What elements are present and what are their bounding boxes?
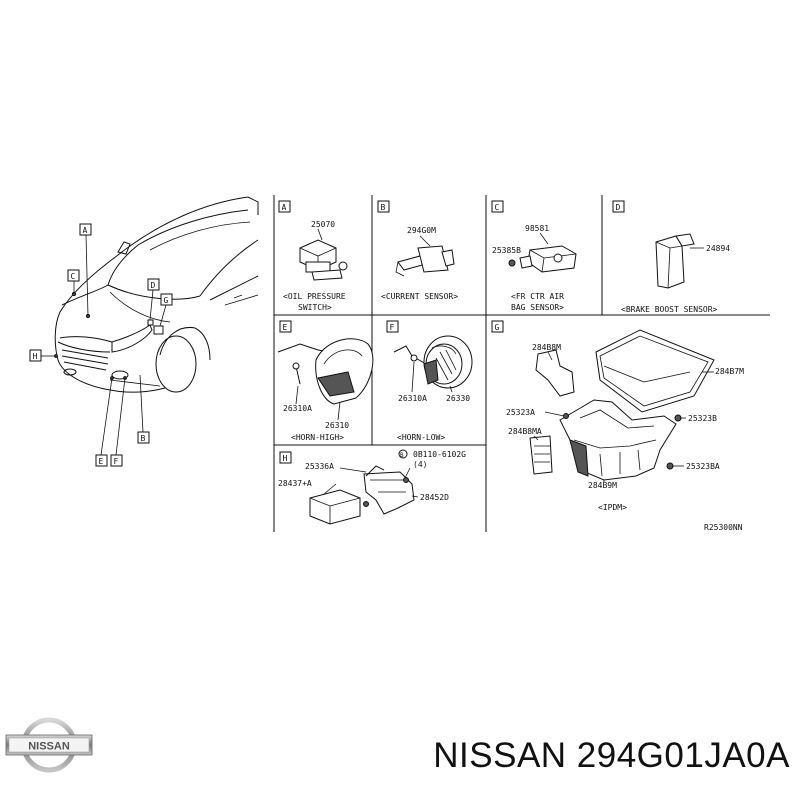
panel-c-part-1: 98581 [525, 224, 549, 233]
panel-c-caption: <FR CTR AIR [511, 292, 564, 301]
panel-b: B 294G0M <CURRENT SENSOR> [377, 200, 458, 301]
panel-d-letter: D [616, 203, 621, 212]
part-number-title: NISSAN 294G01JA0A [433, 736, 790, 775]
nissan-logo: NISSAN [4, 712, 94, 778]
panel-g-part-2: 284B7M [715, 367, 744, 376]
current-sensor-drawing [395, 245, 455, 277]
callout-d: D [151, 281, 156, 290]
panel-a-caption: <OIL PRESSURE [283, 292, 346, 301]
panel-d-part-1: 24894 [706, 244, 730, 253]
panel-g-part-4: 25323B [688, 414, 717, 423]
panel-g-part-6: 25323BA [686, 462, 720, 471]
panel-g-caption: <IPDM> [598, 503, 627, 512]
panel-g-letter: G [495, 323, 500, 332]
callout-b: B [141, 434, 146, 443]
panel-g-part-5: 284B8MA [508, 427, 542, 436]
panel-b-letter: B [381, 203, 386, 212]
panel-a-part-1: 25070 [311, 220, 335, 229]
callout-c: C [71, 272, 76, 281]
module-drawing [309, 465, 415, 525]
ipdm-drawing [529, 329, 715, 481]
panel-g-part-1: 284B8M [532, 343, 561, 352]
panel-b-part-1: 294G0M [407, 226, 436, 235]
panel-f: F 26310A 26330 <HORN-LOW> [386, 320, 473, 442]
panel-e-letter: E [283, 323, 288, 332]
panel-e-caption: <HORN-HIGH> [291, 433, 344, 442]
panel-e-part-1: 26310A [283, 404, 312, 413]
panel-a-caption-2: SWITCH> [298, 303, 332, 312]
panel-d: D 24894 <BRAKE BOOST SENSOR> [612, 200, 730, 314]
panel-c-part-2: 25385B [492, 246, 521, 255]
panel-e: E 26310A 26310 <HORN-HIGH> [277, 320, 374, 442]
callout-a: A [83, 226, 88, 235]
callout-h: H [33, 352, 38, 361]
panel-g-part-3: 25323A [506, 408, 535, 417]
callout-g: G [164, 296, 169, 305]
panel-g-part-7: 284B9M [588, 481, 617, 490]
panel-c: C 98581 25385B <FR CTR AIR BAG SENSOR> [491, 200, 577, 312]
panel-h-part-1: 25336A [305, 462, 334, 471]
panel-a-letter: A [282, 203, 287, 212]
oil-pressure-switch-drawing [299, 239, 348, 281]
panel-c-caption-2: BAG SENSOR> [511, 303, 564, 312]
air-bag-sensor-drawing [519, 245, 577, 273]
panel-d-caption: <BRAKE BOOST SENSOR> [621, 305, 718, 314]
panel-f-letter: F [390, 323, 395, 332]
panel-f-part-1: 26310A [398, 394, 427, 403]
horn-high-drawing [277, 338, 374, 405]
horn-low-drawing [393, 335, 473, 389]
panel-h-part-3: (4) [413, 460, 427, 469]
panel-f-caption: <HORN-LOW> [397, 433, 445, 442]
panel-c-letter: C [495, 203, 500, 212]
car-overview: A C D G H E F B [29, 196, 259, 467]
panel-h-part-4: 28437+A [278, 479, 312, 488]
panel-grid [273, 195, 770, 532]
brake-boost-sensor-drawing [655, 233, 695, 289]
panel-h-letter: H [283, 454, 288, 463]
svg-text:B: B [400, 452, 404, 459]
panel-b-caption: <CURRENT SENSOR> [381, 292, 458, 301]
panel-h-part-5: 28452D [420, 493, 449, 502]
panel-g: G 284B8M 284B7M 25323A 253 [491, 320, 744, 532]
logo-text: NISSAN [28, 741, 70, 753]
panel-h: H 25336A B 0B110-6102G (4) 28437+A 28452… [278, 449, 466, 525]
callout-e: E [99, 457, 104, 466]
panel-h-part-2: 0B110-6102G [413, 450, 466, 459]
panel-e-part-2: 26310 [325, 421, 349, 430]
diagram-code: R25300NN [704, 523, 743, 532]
callout-f: F [114, 457, 119, 466]
panel-a: A 25070 <OIL PRESSURE SWITCH> [278, 200, 348, 312]
panel-f-part-2: 26330 [446, 394, 470, 403]
